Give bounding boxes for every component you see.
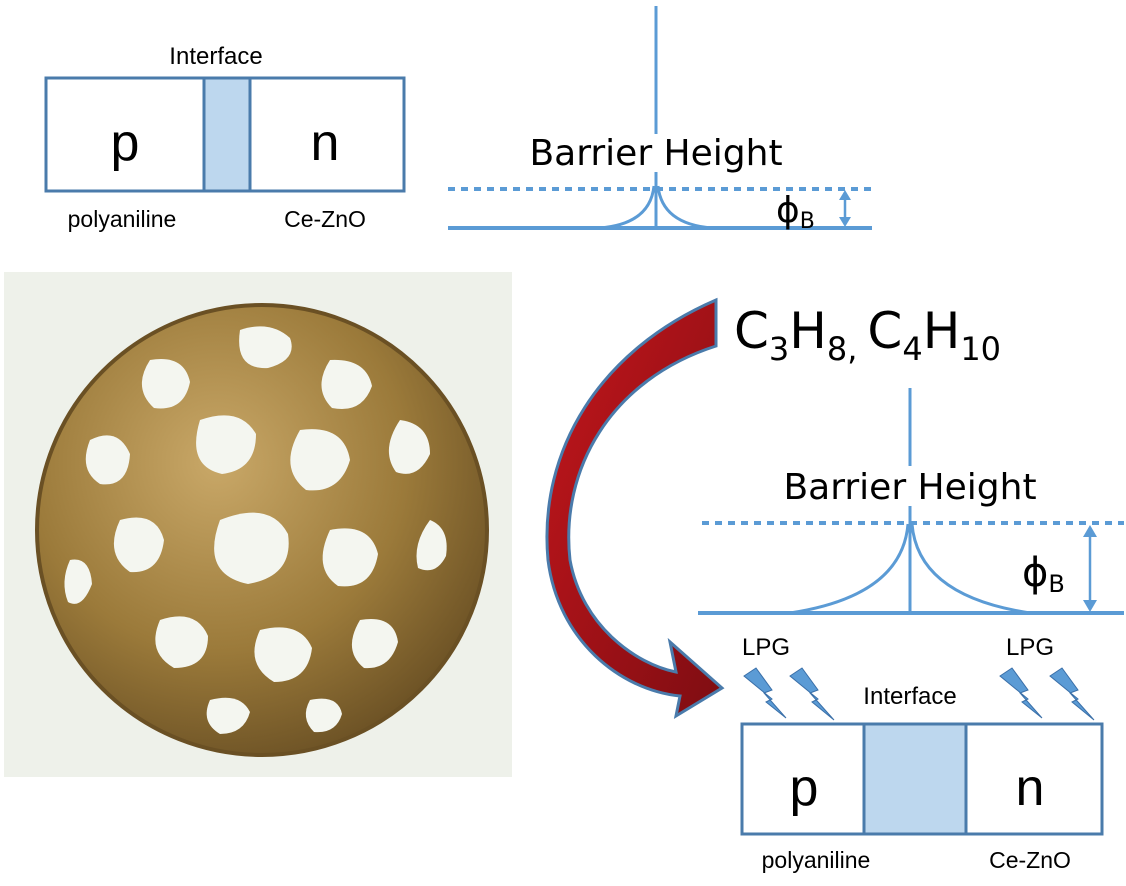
bottom-right-material: Ce-ZnO <box>989 847 1071 873</box>
top-right-material: Ce-ZnO <box>284 206 366 232</box>
bottom-interface-label: Interface <box>863 683 956 710</box>
bottom-junction: LPG LPG Interface p n polyaniline Ce-ZnO <box>740 634 1104 873</box>
top-barrier-title-bg <box>522 134 790 172</box>
sphere-holes <box>64 326 447 734</box>
bottom-phi-arrow-down <box>1083 600 1097 612</box>
bottom-interface-region <box>862 722 968 836</box>
bottom-left-material: polyaniline <box>762 847 871 873</box>
sphere-outline <box>35 303 489 757</box>
top-barrier-curve-right <box>656 185 713 230</box>
bottom-barrier-title: Barrier Height <box>783 467 1036 508</box>
top-p-label: p <box>111 114 140 172</box>
bottom-barrier-curve-right <box>910 523 1031 615</box>
top-interface-label: Interface <box>169 43 262 70</box>
lpg-label-left: LPG <box>742 634 790 661</box>
bottom-phi-arrow-up <box>1083 525 1097 537</box>
bottom-phi-symbol: ϕB <box>1022 550 1065 598</box>
gas-formula: C3H8,C4H10 <box>734 302 1001 368</box>
bottom-p-label: p <box>790 759 819 817</box>
top-phi-arrow-up <box>839 190 851 200</box>
lightning-icon <box>1049 667 1095 721</box>
top-phi-arrow-down <box>839 217 851 227</box>
nanosphere-photo <box>4 272 512 777</box>
bottom-barrier-title-bg <box>774 466 1046 506</box>
bottom-barrier-curve-left <box>789 523 910 615</box>
lpg-label-right: LPG <box>1006 634 1054 661</box>
top-barrier-curve-left <box>599 185 656 230</box>
top-barrier-title: Barrier Height <box>529 133 782 174</box>
bottom-n-label: n <box>1016 759 1045 817</box>
top-n-label: n <box>311 114 340 172</box>
exposure-arrow <box>545 297 725 720</box>
bottom-barrier-diagram: Barrier Height ϕB <box>698 388 1124 615</box>
top-left-material: polyaniline <box>68 206 177 232</box>
lightning-icon <box>789 667 835 721</box>
top-interface-region <box>202 76 252 193</box>
top-barrier-diagram: Barrier Height ϕB <box>448 6 872 234</box>
top-phi-symbol: ϕB <box>776 190 815 234</box>
lightning-icon <box>743 667 787 719</box>
lightning-icon <box>999 667 1043 719</box>
lightning-icons <box>743 667 1095 721</box>
top-junction: Interface p n polyaniline Ce-ZnO <box>44 43 406 232</box>
